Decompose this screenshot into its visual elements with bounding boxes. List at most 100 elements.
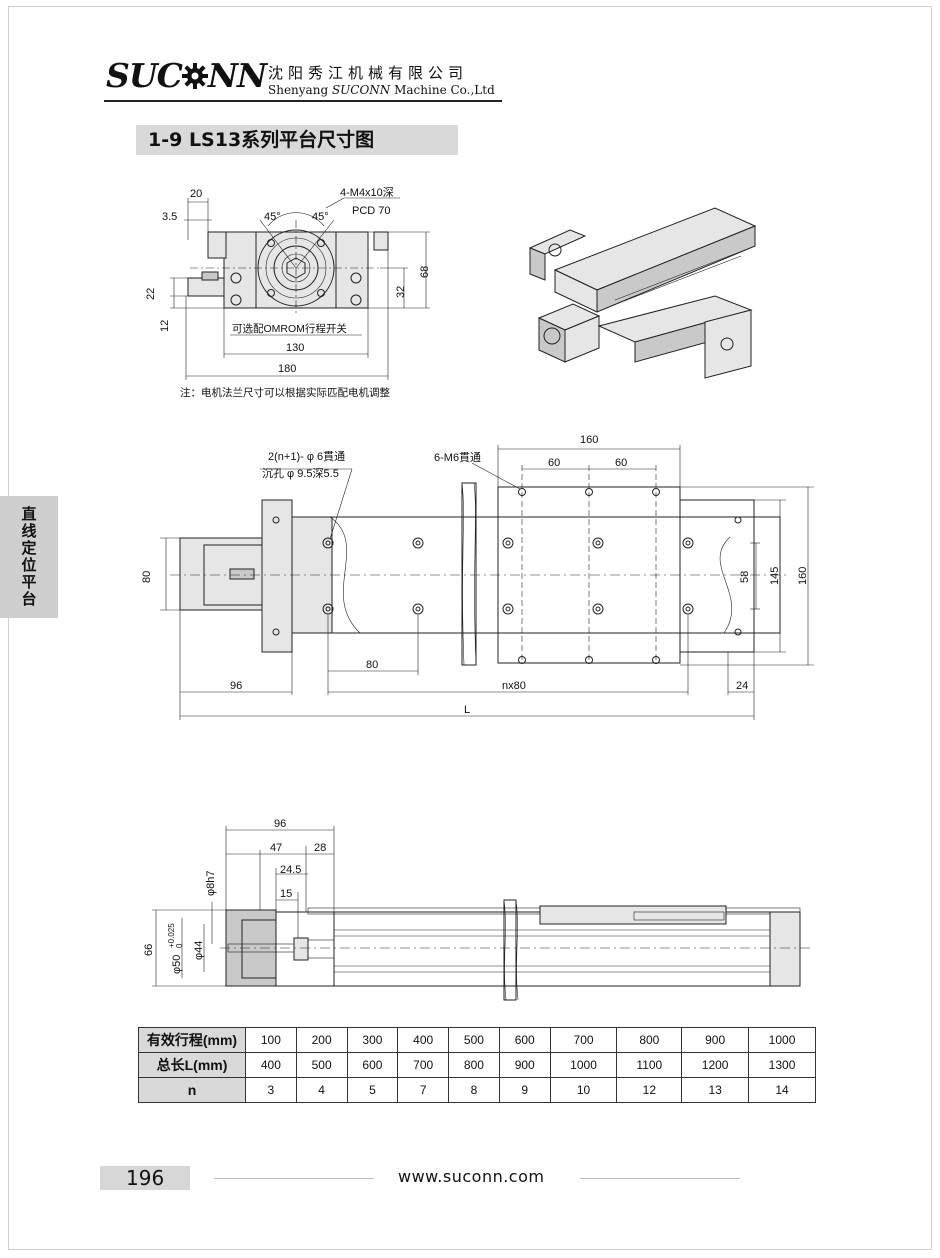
side-view-drawing: 96 47 28 24.5 15 φ8h7 66 φ50 +0.025 0 φ4… bbox=[143, 818, 810, 1001]
dim-3-5: 3.5 bbox=[162, 211, 177, 223]
dim-12: 12 bbox=[159, 320, 171, 332]
dim-68: 68 bbox=[419, 266, 431, 278]
dim-80-left: 80 bbox=[141, 571, 153, 583]
right-lug bbox=[373, 231, 389, 251]
table-cell: 200 bbox=[295, 1027, 348, 1053]
dim-80-bottom: 80 bbox=[366, 659, 378, 671]
table-cell: 700 bbox=[397, 1052, 450, 1078]
dim-28: 28 bbox=[314, 842, 326, 854]
page-number-tab bbox=[100, 1166, 190, 1190]
table-cell: 5 bbox=[346, 1077, 399, 1103]
company-name-en: Shenyang SUCONN Machine Co.,Ltd bbox=[268, 83, 495, 97]
dim-8h7: φ8h7 bbox=[205, 871, 217, 897]
table-cell: 500 bbox=[448, 1027, 500, 1053]
dim-180: 180 bbox=[278, 363, 296, 375]
dim-nx80: nx80 bbox=[502, 680, 526, 692]
switch-note: 可选配OMROM行程开关 bbox=[232, 322, 347, 335]
dim-24: 24 bbox=[736, 680, 748, 692]
table-cell: 300 bbox=[346, 1027, 399, 1053]
omron-switch bbox=[187, 277, 225, 297]
pcd-label: PCD 70 bbox=[352, 205, 391, 217]
table-cell: 900 bbox=[681, 1027, 750, 1053]
table-cell: 600 bbox=[498, 1027, 551, 1053]
dim-96: 96 bbox=[230, 680, 242, 692]
dim-15: 15 bbox=[280, 888, 292, 900]
dim-45a: 45° bbox=[264, 211, 281, 223]
section-title: 1-9 LS13系列平台尺寸图 bbox=[136, 125, 458, 155]
table-cell: 1100 bbox=[616, 1052, 683, 1078]
row-label-stroke: 有效行程(mm) bbox=[138, 1027, 246, 1053]
table-cell: 1300 bbox=[748, 1052, 816, 1078]
spec-table: 有效行程(mm) 100 200 300 400 500 600 700 800… bbox=[138, 1027, 816, 1103]
holes-label-1: 2(n+1)- φ 6貫通 bbox=[268, 450, 345, 463]
dim-160-right: 160 bbox=[797, 567, 809, 585]
table-cell: 1200 bbox=[681, 1052, 750, 1078]
table-cell: 800 bbox=[448, 1052, 500, 1078]
dim-50: φ50 bbox=[171, 955, 183, 974]
table-cell: 100 bbox=[245, 1027, 297, 1053]
dim-96-side: 96 bbox=[274, 818, 286, 830]
table-cell: 4 bbox=[295, 1077, 348, 1103]
page-frame bbox=[8, 6, 932, 1250]
dim-50-tol: +0.025 bbox=[167, 923, 176, 948]
side-tab: 直线定位平台 bbox=[0, 496, 58, 618]
dim-160-top: 160 bbox=[580, 434, 598, 446]
dim-130: 130 bbox=[286, 342, 304, 354]
dim-L: L bbox=[464, 704, 470, 716]
row-label-n: n bbox=[138, 1077, 246, 1103]
dim-24-5: 24.5 bbox=[280, 864, 301, 876]
table-cell: 1000 bbox=[748, 1027, 816, 1053]
table-row: 有效行程(mm) 100 200 300 400 500 600 700 800… bbox=[138, 1027, 816, 1053]
table-cell: 400 bbox=[245, 1052, 297, 1078]
hole-label: 4-M4x10深 bbox=[340, 186, 394, 199]
table-cell: 8 bbox=[448, 1077, 500, 1103]
table-cell: 900 bbox=[498, 1052, 551, 1078]
table-cell: 9 bbox=[498, 1077, 551, 1103]
company-name-cn: 沈阳秀江机械有限公司 bbox=[268, 64, 469, 82]
gear-logo-icon bbox=[181, 63, 208, 89]
header-rule bbox=[104, 100, 502, 102]
table-cell: 14 bbox=[748, 1077, 816, 1103]
dim-32: 32 bbox=[395, 286, 407, 298]
end-block-left bbox=[261, 499, 293, 653]
dim-66: 66 bbox=[143, 944, 155, 956]
table-cell: 500 bbox=[295, 1052, 348, 1078]
table-cell: 800 bbox=[616, 1027, 683, 1053]
table-cell: 400 bbox=[397, 1027, 450, 1053]
dim-50-tol0: 0 bbox=[175, 943, 184, 948]
footer-rule-left bbox=[214, 1178, 374, 1179]
table-cell: 13 bbox=[681, 1077, 750, 1103]
table-cell: 10 bbox=[549, 1077, 618, 1103]
dim-60b: 60 bbox=[615, 457, 627, 469]
page-number: 196 bbox=[126, 1166, 165, 1190]
table-row: n 3 4 5 7 8 9 10 12 13 14 bbox=[138, 1077, 816, 1103]
table-cell: 1000 bbox=[549, 1052, 618, 1078]
dim-44: φ44 bbox=[193, 941, 205, 960]
row-label-length: 总长L(mm) bbox=[138, 1052, 246, 1078]
front-view-drawing: 20 3.5 45° 45° 4-M4x10深 PCD 70 68 32 22 … bbox=[145, 186, 431, 399]
m6-label: 6-M6貫通 bbox=[434, 451, 481, 464]
top-view-drawing: 2(n+1)- φ 6貫通 沉孔 φ 9.5深5.5 6-M6貫通 160 60… bbox=[141, 434, 814, 720]
footer-rule-right bbox=[580, 1178, 740, 1179]
holes-label-2: 沉孔 φ 9.5深5.5 bbox=[262, 467, 339, 480]
website-url[interactable]: www.suconn.com bbox=[398, 1167, 545, 1186]
table-cell: 700 bbox=[549, 1027, 618, 1053]
dim-60a: 60 bbox=[548, 457, 560, 469]
dim-47: 47 bbox=[270, 842, 282, 854]
dim-145: 145 bbox=[769, 567, 781, 585]
table-cell: 600 bbox=[346, 1052, 399, 1078]
table-cell: 12 bbox=[616, 1077, 683, 1103]
dim-58: 58 bbox=[739, 571, 751, 583]
dim-22: 22 bbox=[145, 288, 157, 300]
end-block-right bbox=[679, 499, 755, 653]
left-lug bbox=[207, 231, 227, 259]
table-cell: 7 bbox=[397, 1077, 450, 1103]
suconn-logo: SUC NN bbox=[106, 56, 267, 95]
dim-45b: 45° bbox=[312, 211, 329, 223]
counterbore-holes bbox=[322, 537, 694, 615]
isometric-view bbox=[528, 207, 757, 379]
table-cell: 3 bbox=[245, 1077, 297, 1103]
motor-note: 注：电机法兰尺寸可以根据实际匹配电机调整 bbox=[180, 386, 390, 399]
carriage-side bbox=[539, 905, 727, 925]
dim-20: 20 bbox=[190, 188, 202, 200]
